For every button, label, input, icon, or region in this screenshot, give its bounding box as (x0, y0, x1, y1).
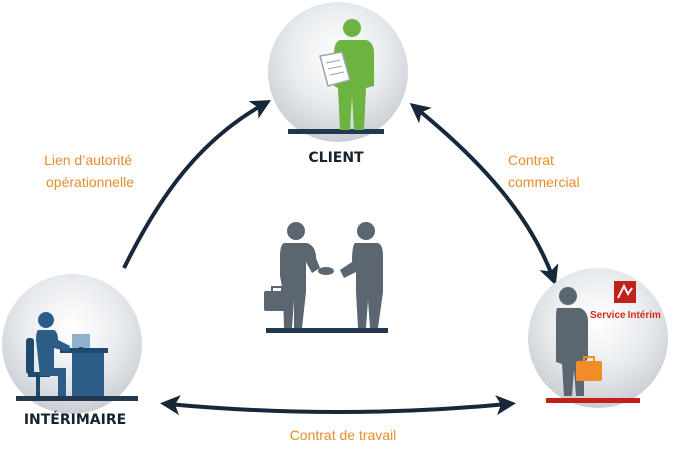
client-label: CLIENT (308, 150, 364, 166)
interimaire-label: INTÉRIMAIRE (24, 411, 126, 428)
desk-worker-icon (26, 312, 108, 396)
clipboard-icon (319, 51, 351, 87)
logo-square-icon (614, 281, 636, 303)
client-platform (288, 129, 384, 134)
authority-label: Lien d’autorité opérationnelle (44, 152, 136, 190)
handshake-icon (264, 222, 388, 333)
client-node: CLIENT (268, 2, 408, 166)
commercial-arrow (409, 102, 559, 286)
orange-briefcase-icon (576, 356, 602, 381)
commercial-label: Contrat commercial (508, 152, 580, 190)
handshake-platform (266, 328, 388, 333)
agency-platform (546, 398, 640, 403)
left-businessman-icon (280, 222, 320, 328)
briefcase-icon (264, 291, 290, 311)
interimaire-node: INTÉRIMAIRE (2, 274, 142, 428)
authority-arrow (122, 100, 271, 269)
right-businessman-icon (340, 222, 383, 328)
work-contract-arrow (160, 395, 516, 416)
interimaire-platform (16, 396, 138, 401)
work-contract-label: Contrat de travail (290, 427, 397, 443)
